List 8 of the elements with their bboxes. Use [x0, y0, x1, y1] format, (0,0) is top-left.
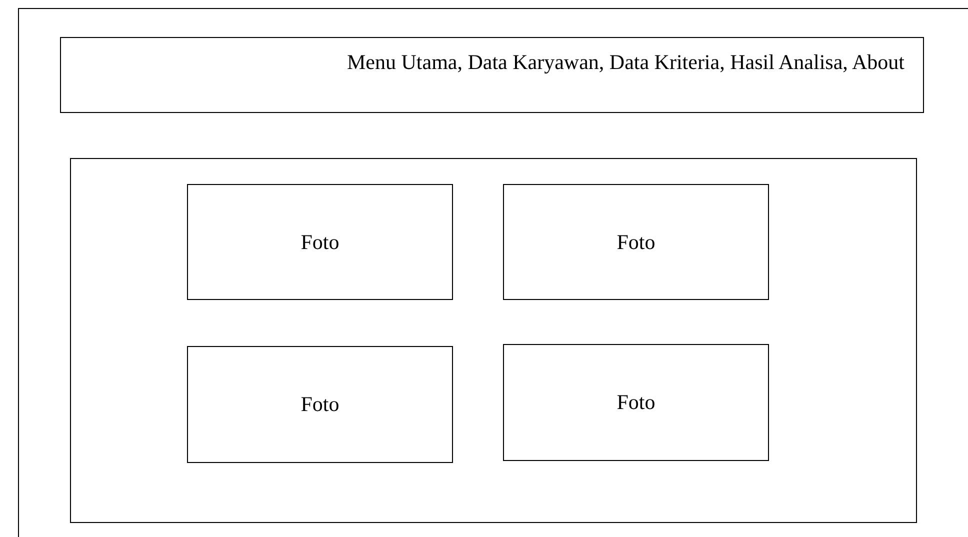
photo-frame: Foto	[187, 346, 453, 463]
photo-frame: Foto	[187, 184, 453, 300]
page-frame	[18, 8, 968, 537]
menu-bar	[60, 36, 924, 112]
content-panel	[70, 158, 916, 522]
photo-frame: Foto	[503, 344, 769, 461]
menu-text: Menu Utama, Data Karyawan, Data Kriteria, Hasil Analisa, About	[347, 50, 904, 74]
photo-frame: Foto	[503, 184, 769, 300]
